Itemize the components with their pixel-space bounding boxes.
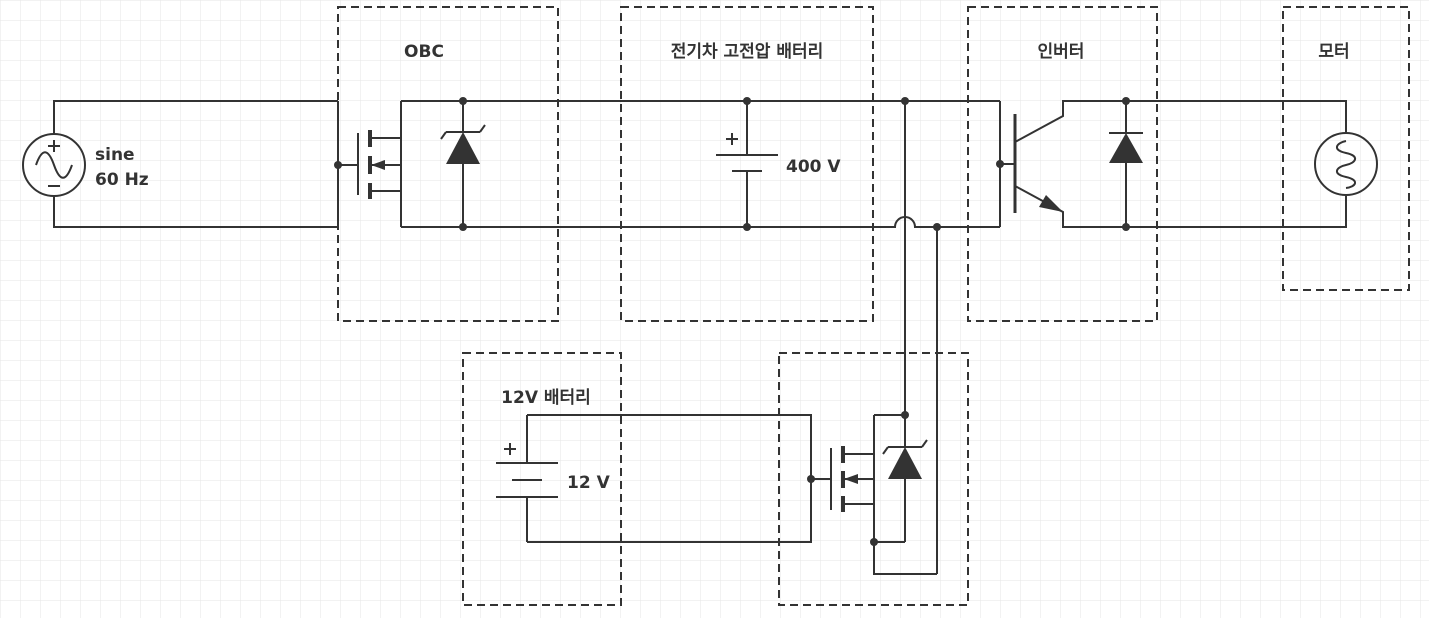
- source-waveform-label: sine: [95, 145, 135, 165]
- lv-battery-voltage: 12 V: [567, 473, 611, 493]
- plus-icon: [48, 140, 60, 152]
- hv-battery-block: [620, 6, 874, 322]
- inverter-diode: [1109, 101, 1143, 227]
- dcdc-mosfet: [811, 414, 905, 543]
- lv-battery-block: [462, 352, 622, 606]
- ac-source: [22, 100, 338, 228]
- hv-battery-symbol: [716, 101, 778, 227]
- motor-symbol: [1314, 132, 1378, 196]
- inverter-igbt: [999, 100, 1126, 228]
- plus-icon: [504, 443, 516, 455]
- dcdc-zener-diode: [882, 415, 928, 542]
- junction-dot: [807, 475, 815, 483]
- obc-label: OBC: [404, 42, 444, 62]
- junction-dot: [996, 160, 1004, 168]
- junction-dot: [901, 97, 909, 105]
- inverter-block: [967, 6, 1158, 322]
- obc-zener-diode: [440, 101, 486, 227]
- sine-wave-icon: [35, 151, 73, 179]
- obc-mosfet: [337, 100, 463, 228]
- junction-dot: [933, 223, 941, 231]
- junction-dot: [743, 97, 751, 105]
- inverter-label: 인버터: [1038, 42, 1085, 62]
- lv-battery-label: 12V 배터리: [501, 388, 591, 408]
- hv-battery-label: 전기차 고전압 배터리: [671, 41, 824, 62]
- motor-block: [1282, 6, 1410, 291]
- motor-label: 모터: [1318, 42, 1349, 62]
- hv-battery-voltage: 400 V: [786, 157, 841, 177]
- dcdc-block: [778, 352, 969, 606]
- junction-dot: [743, 223, 751, 231]
- junction-dot: [901, 411, 909, 419]
- coil-icon: [1336, 140, 1356, 189]
- source-frequency-label: 60 Hz: [95, 170, 149, 190]
- dcdc-return-wire: [873, 542, 937, 575]
- junction-dot: [334, 161, 342, 169]
- plus-icon: [726, 133, 738, 145]
